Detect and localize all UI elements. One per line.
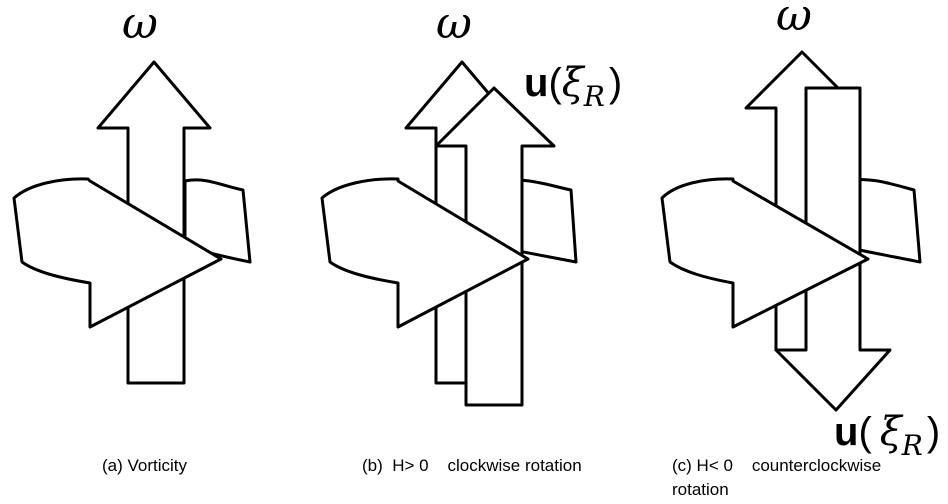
panel-b-u-symbol: u — [524, 61, 548, 105]
panel-c-swirl-front — [660, 177, 870, 329]
panel-c-u-symbol: u — [834, 410, 858, 454]
panel-c-negative-helicity: ω u(ξR) — [660, 0, 940, 462]
panel-b-swirl-front — [320, 177, 530, 329]
panel-c-close-paren: ) — [927, 410, 940, 454]
panel-b-open-paren: ( — [548, 61, 562, 105]
caption-b: (b) H> 0 clockwise rotation — [362, 456, 582, 475]
panel-b-subscript-r: R — [583, 80, 605, 113]
panel-c-subscript-r: R — [901, 429, 923, 462]
panel-b-xi-symbol: ξ — [562, 60, 586, 106]
panel-b-positive-helicity: ω u(ξR) — [320, 0, 622, 407]
caption-c-line2: rotation — [672, 480, 729, 499]
panel-c-open-paren: ( — [858, 410, 872, 454]
panel-c-xi-symbol: ξ — [880, 409, 904, 455]
panel-a-omega-label: ω — [122, 0, 158, 49]
panel-c-omega-label: ω — [776, 0, 812, 41]
panel-b-velocity-label: u(ξR) — [524, 60, 622, 113]
caption-a: (a) Vorticity — [102, 456, 188, 475]
panel-b-close-paren: ) — [609, 61, 622, 105]
panel-b-omega-label: ω — [436, 0, 472, 49]
panel-a-vorticity: ω — [12, 0, 252, 385]
panel-a-swirl-front — [12, 177, 223, 329]
caption-c-line1: (c) H< 0 counterclockwise — [672, 456, 882, 475]
panel-c-velocity-label: u(ξR) — [834, 409, 940, 462]
